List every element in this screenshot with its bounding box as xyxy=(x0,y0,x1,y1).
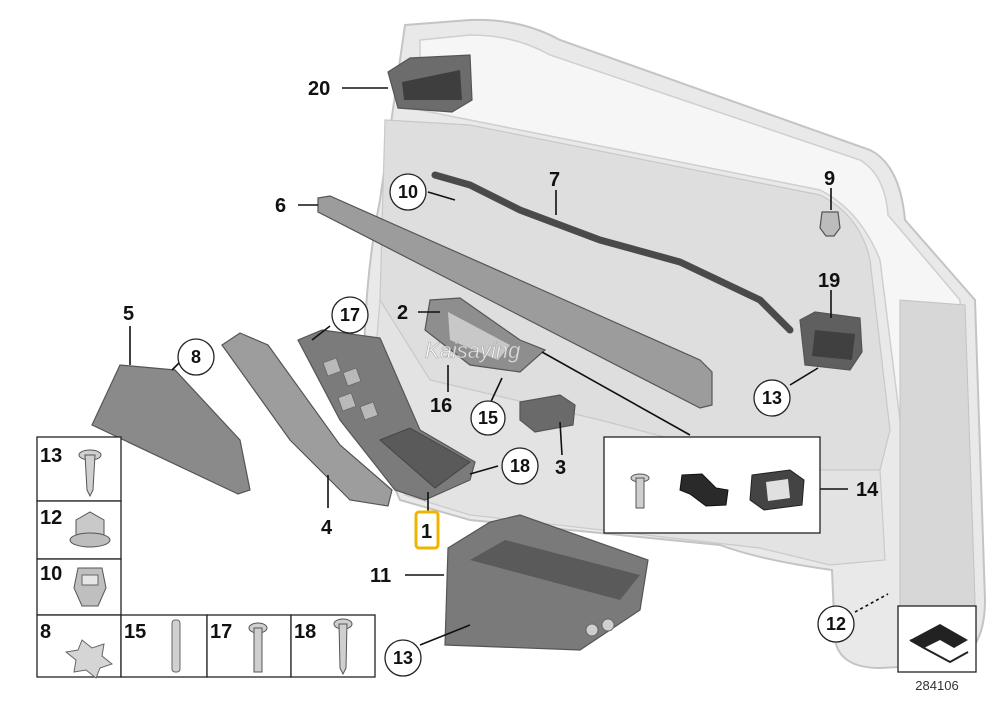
part-11-speaker-hole-a xyxy=(585,623,599,637)
diagram-id: 284106 xyxy=(915,678,958,693)
orientation-arrow-base xyxy=(909,639,969,664)
callout-3: 3 xyxy=(555,457,566,479)
callout-11: 11 xyxy=(370,565,391,587)
callout-2: 2 xyxy=(397,302,408,324)
kit-grommet-icon xyxy=(749,469,805,511)
door-right-edge xyxy=(899,299,976,656)
clip-icon xyxy=(73,567,107,607)
pin-icon xyxy=(171,619,181,673)
callout-18-circle xyxy=(501,447,539,485)
screw-icon xyxy=(78,449,102,498)
callout-6: 6 xyxy=(275,195,286,217)
callout-15-circle xyxy=(470,400,506,436)
door-window-opening xyxy=(419,34,966,431)
legend-label-12: 12 xyxy=(40,507,62,529)
callout-19: 19 xyxy=(818,270,840,292)
hex-nut-icon xyxy=(69,511,111,548)
callout-1: 1 xyxy=(421,521,432,543)
callout-1-highlight xyxy=(414,510,440,550)
callout-13a: 13 xyxy=(762,388,782,408)
kit-screw-icon xyxy=(630,473,650,509)
callout-labels: 20 10 7 9 6 19 5 17 2 8 13 16 15 3 18 14… xyxy=(123,78,879,677)
kit-clip-icon xyxy=(679,473,729,507)
callout-13b: 13 xyxy=(393,648,413,668)
switch-buttons xyxy=(322,357,379,421)
part-9-clip xyxy=(819,211,841,237)
legend-label-13: 13 xyxy=(40,445,62,467)
callout-10-circle xyxy=(389,173,427,211)
fastener-legend-table: 13 12 10 8 15 17 18 xyxy=(36,436,376,679)
callout-7: 7 xyxy=(549,169,560,191)
part-11-pocket-inner xyxy=(470,540,640,600)
callout-12-circle xyxy=(817,605,855,643)
part-19-pocket-front xyxy=(812,330,855,360)
callout-5: 5 xyxy=(123,303,134,325)
callout-13-circle-b xyxy=(384,639,422,677)
watermark-text: Kaisaying xyxy=(425,338,521,363)
part-1-armrest-trim xyxy=(379,427,471,489)
legend-label-8: 8 xyxy=(40,621,51,643)
callout-16: 16 xyxy=(430,395,452,417)
callout-10: 10 xyxy=(398,182,418,202)
callout-20: 20 xyxy=(308,78,330,100)
callout-12: 12 xyxy=(826,614,846,634)
callout-17: 17 xyxy=(340,305,360,325)
legend-label-10: 10 xyxy=(40,563,62,585)
part-3-switch xyxy=(519,394,576,433)
callout-9: 9 xyxy=(824,168,835,190)
part-11-speaker-hole-b xyxy=(601,618,615,632)
legend-label-17: 17 xyxy=(210,621,232,643)
callout-13-circle-a xyxy=(753,379,791,417)
callout-4: 4 xyxy=(321,517,333,539)
diagram-reference-box: 284106 xyxy=(897,605,977,693)
callout-14: 14 xyxy=(856,479,879,501)
callout-15: 15 xyxy=(478,408,498,428)
legend-label-15: 15 xyxy=(124,621,146,643)
part-6-trim-strip xyxy=(317,195,713,409)
callout-8: 8 xyxy=(191,347,201,367)
callout-8-circle xyxy=(177,338,215,376)
callout-18: 18 xyxy=(510,456,530,476)
bolt-icon xyxy=(248,622,268,673)
part-20-pocket-recess xyxy=(402,70,462,100)
callout-17-circle xyxy=(331,296,369,334)
orientation-arrow-icon xyxy=(910,624,968,648)
part-2-handle-bowl xyxy=(448,312,510,360)
kit-14-box xyxy=(603,436,821,534)
long-screw-icon xyxy=(333,618,353,676)
part-5-trim-panel xyxy=(91,364,251,495)
part-4-grab-handle xyxy=(221,332,393,507)
legend-label-18: 18 xyxy=(294,621,316,643)
part-7-wiring-strip xyxy=(431,171,794,334)
star-washer-icon xyxy=(64,639,114,679)
